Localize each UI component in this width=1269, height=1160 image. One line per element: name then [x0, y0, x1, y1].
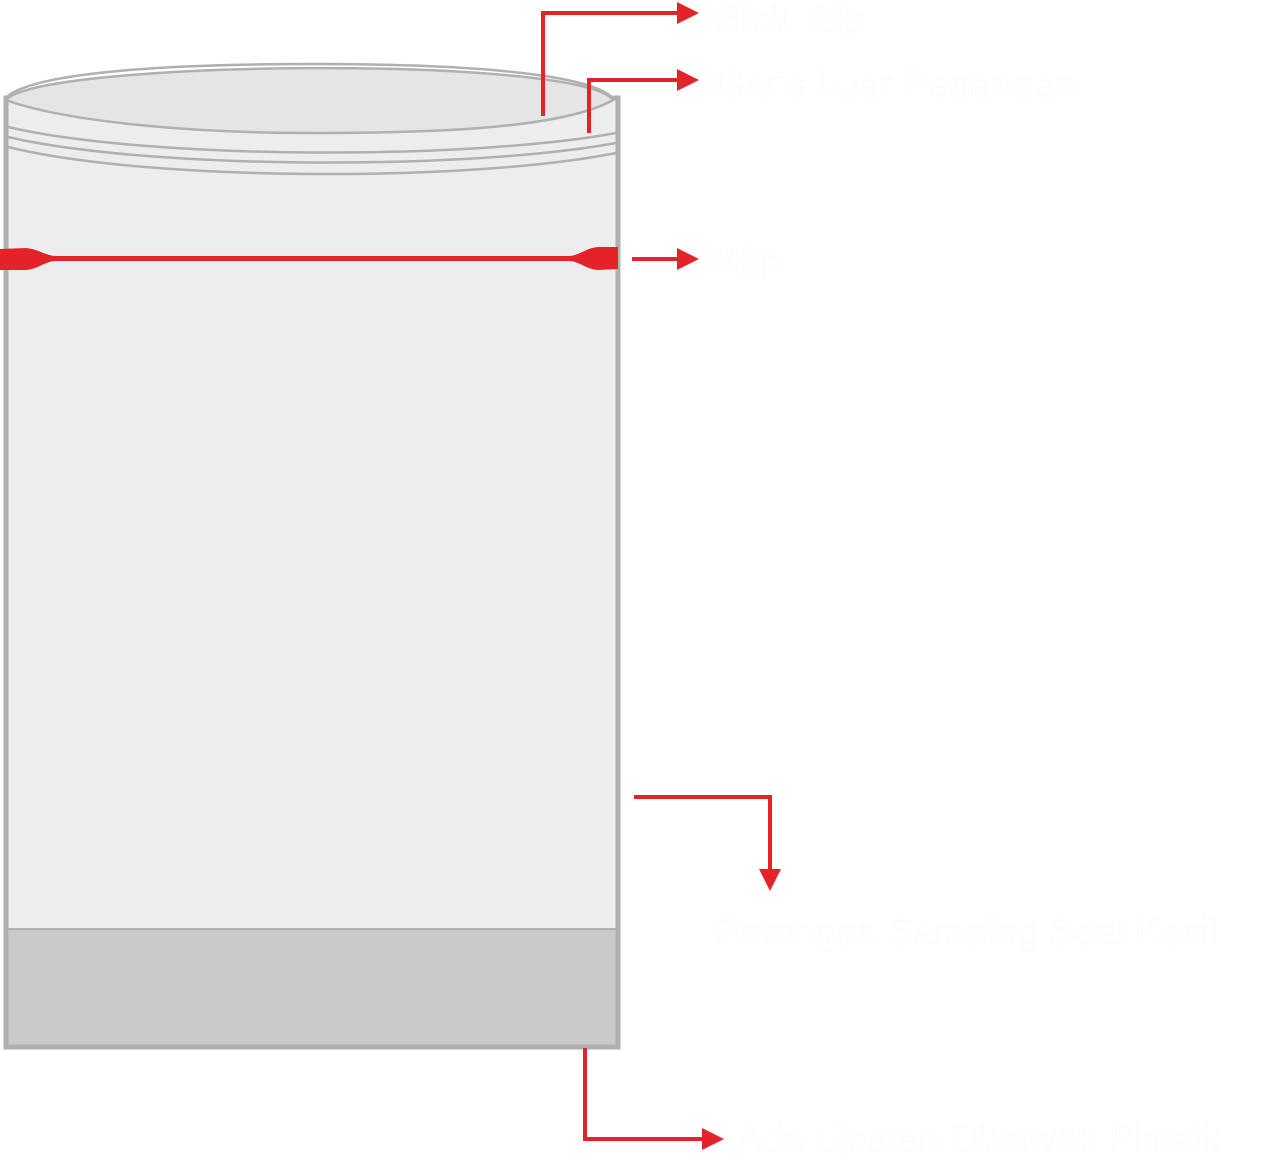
label-ada-lipatan-dibawah-plastik: Ada Lipatan Dibawah Plastik — [737, 1118, 1221, 1160]
arrowhead-right-icon — [677, 248, 699, 270]
zip-clip — [0, 247, 618, 270]
label-bibir-klip: Bibir Klip — [715, 0, 865, 40]
arrow-bibir-klip-line — [541, 11, 680, 116]
arrowhead-right-icon — [677, 69, 699, 91]
handle-outline-line-3 — [7, 145, 617, 176]
bag-opening — [3, 66, 615, 135]
arrow-garis-luar-line — [587, 78, 680, 133]
label-potongan-samping-seal-kecil: Potongan Samping Seal Kecil — [715, 911, 1218, 953]
arrowheads — [677, 2, 781, 1150]
handle-outline-line-2 — [7, 135, 617, 164]
bottom-fold — [8, 929, 616, 1045]
arrow-potongan-line — [634, 795, 772, 872]
bag-body — [3, 95, 621, 1050]
label-klip: Klip — [715, 241, 779, 283]
callouts — [541, 11, 772, 1141]
outer-rim — [2, 62, 616, 101]
arrowhead-right-icon — [702, 1128, 724, 1150]
handle-outline-line-1 — [7, 125, 617, 154]
arrow-lipatan-line — [583, 1048, 705, 1141]
arrowhead-down-icon — [759, 869, 781, 891]
arrowhead-right-icon — [677, 2, 699, 24]
bag — [0, 62, 621, 1050]
label-garis-luar-pegangan: Garis Luar Pegangan — [715, 64, 1077, 106]
